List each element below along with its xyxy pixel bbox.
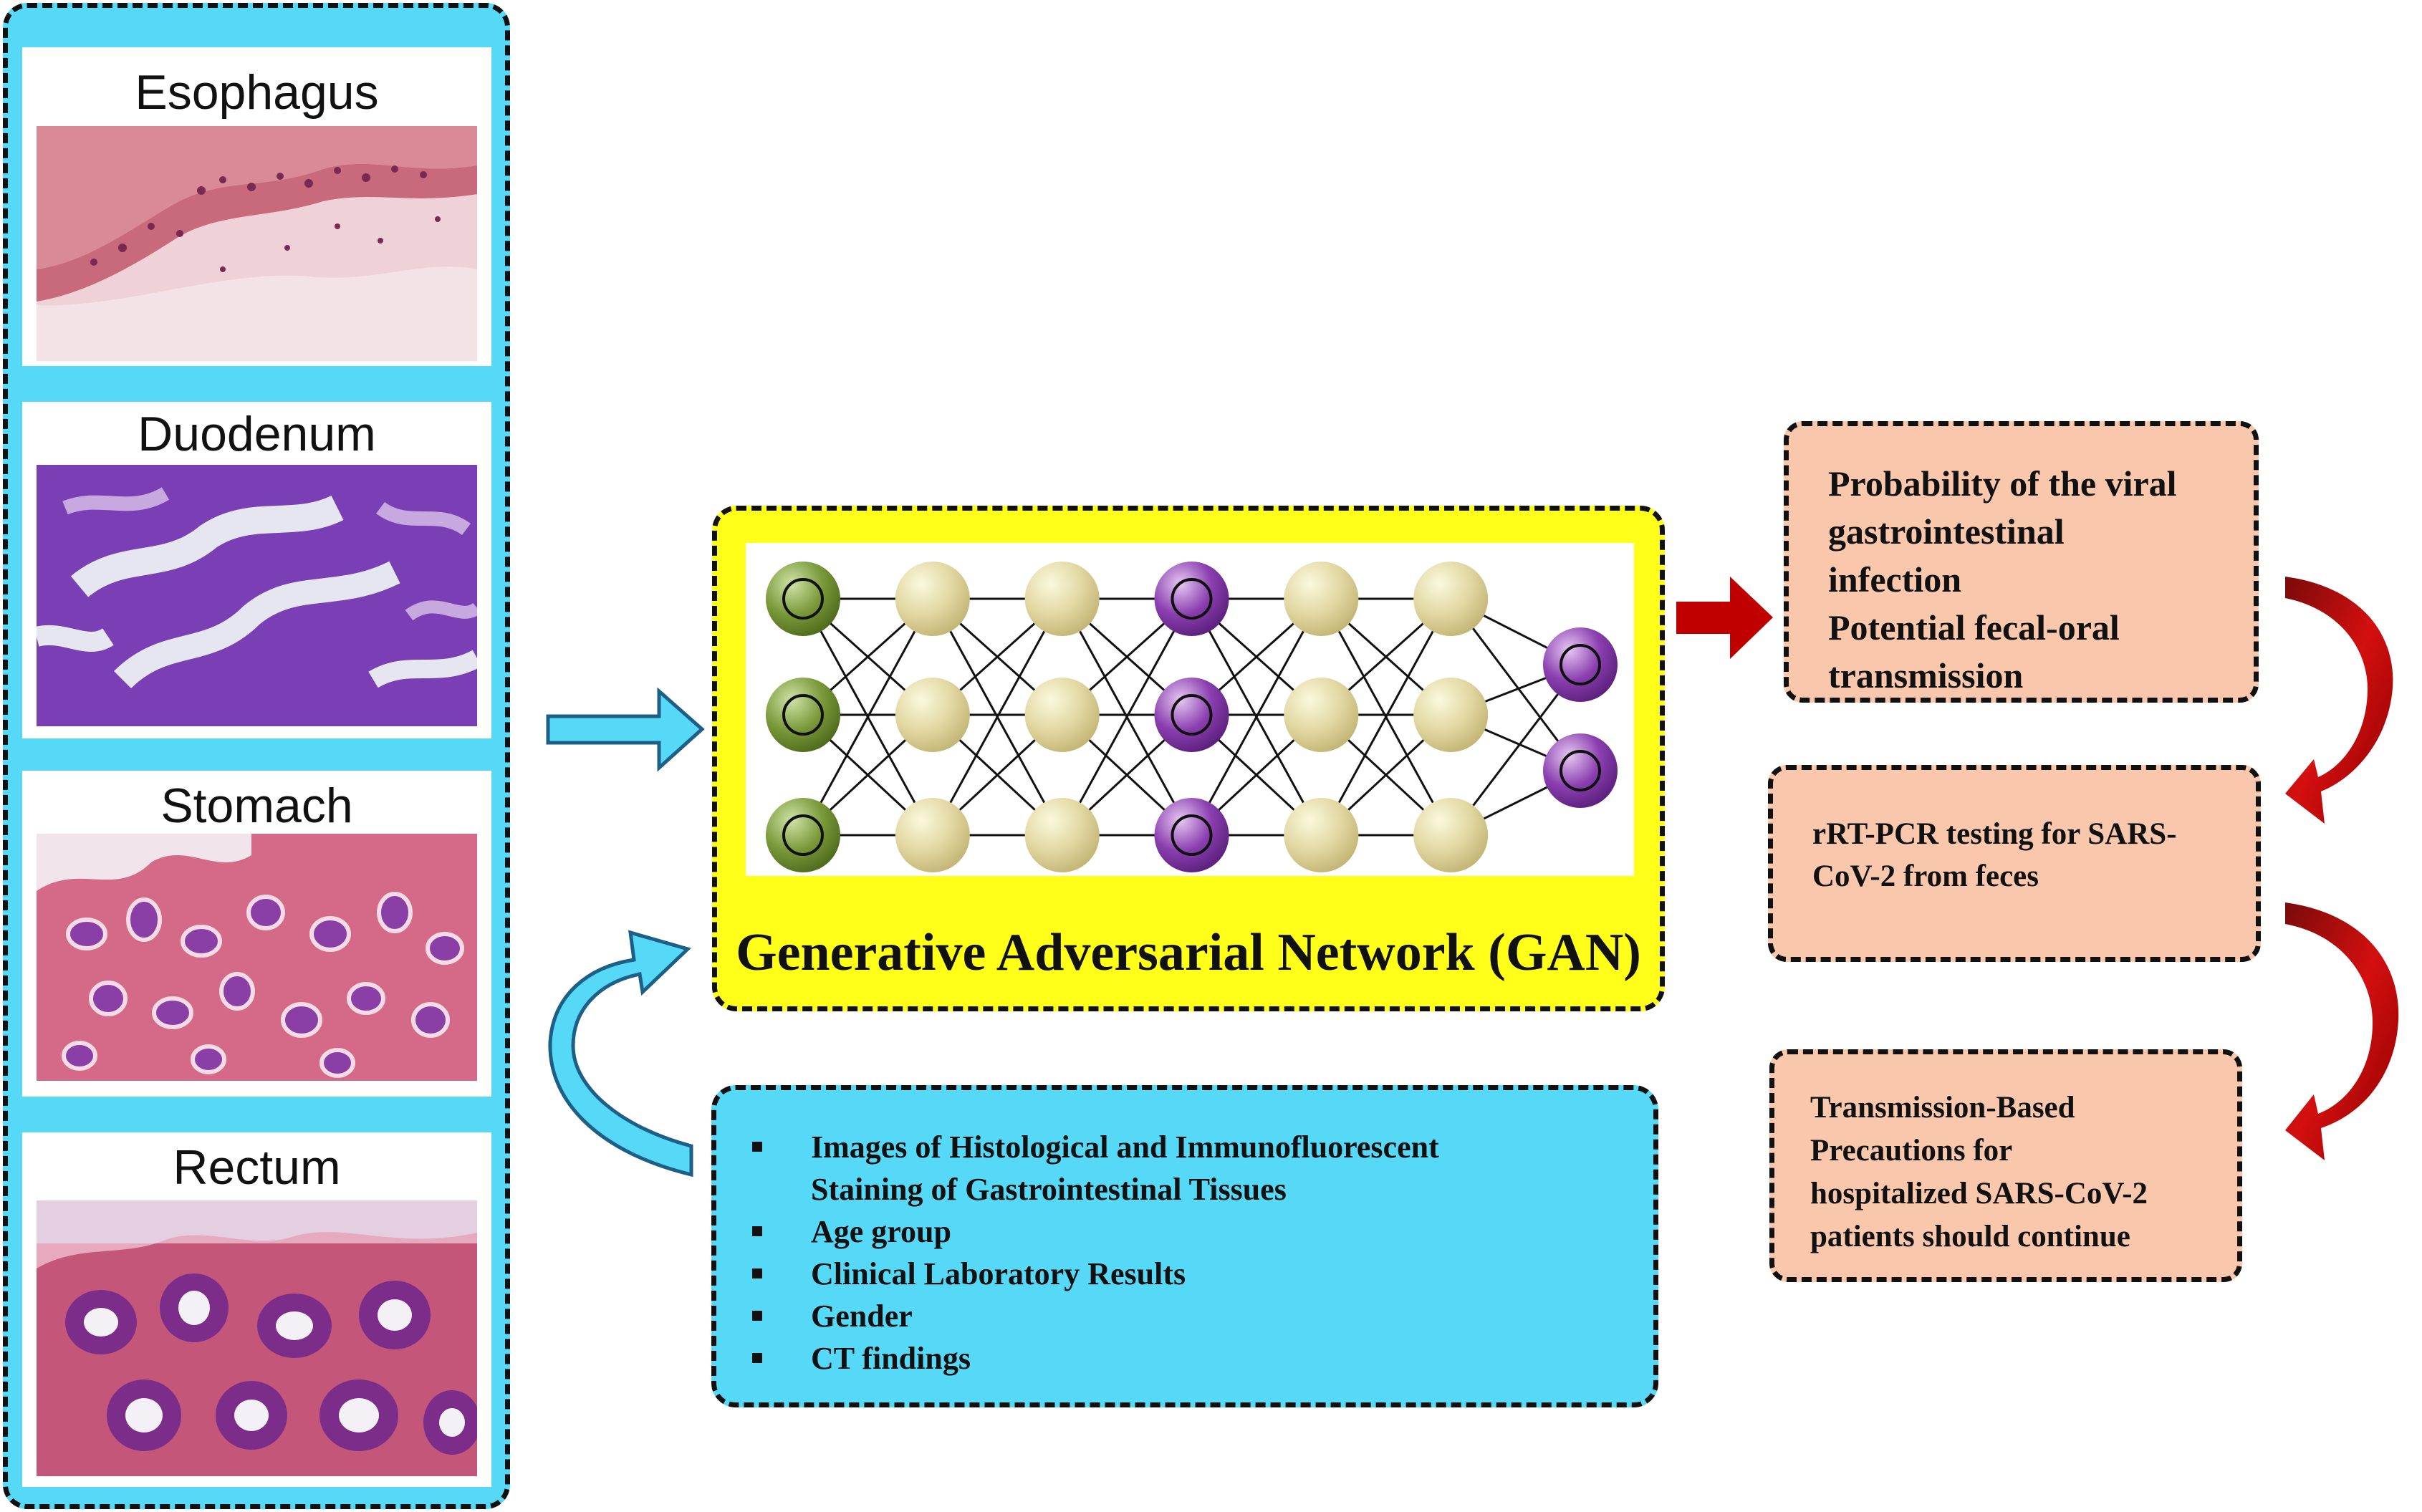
- bullet-icon: [752, 1142, 762, 1152]
- tissue-label-duodenum: Duodenum: [138, 407, 376, 461]
- nn-edge: [931, 598, 1063, 836]
- nn-edge: [1191, 598, 1322, 836]
- nn-node-beige: [1413, 562, 1489, 636]
- output1-to-output2-curved-arrow: [2285, 577, 2393, 824]
- nn-node-green: [766, 798, 840, 872]
- tissue-label-rectum: Rectum: [173, 1140, 341, 1195]
- list-item: Clinical Laboratory Results: [752, 1253, 1439, 1295]
- nn-edge: [1061, 598, 1193, 836]
- nn-edge: [802, 598, 934, 836]
- nn-node-purple: [1154, 678, 1229, 752]
- nn-node-purple: [1543, 733, 1618, 808]
- nn-node-beige: [1284, 562, 1359, 636]
- tissue-panel: Esophagus Duodenum: [3, 3, 510, 1509]
- bullet-icon: [752, 1353, 762, 1363]
- nn-node-beige: [1413, 798, 1489, 872]
- nn-node-purple: [1543, 627, 1618, 702]
- output2-to-output3-curved-arrow: [2285, 902, 2399, 1160]
- output-text-rrt-pcr-testing: rRT-PCR testing for SARS- CoV-2 from fec…: [1812, 817, 2177, 893]
- inputs-list: Images of Histological and Immunofluores…: [752, 1126, 1439, 1379]
- output-text-transmission-precautions: Transmission-Based Precautions for hospi…: [1810, 1091, 2148, 1253]
- nn-node-beige: [1284, 798, 1359, 872]
- tissue-card-stomach: Stomach: [22, 771, 491, 1097]
- rectum-histology-image: [37, 1200, 477, 1476]
- duodenum-histology-image: [37, 465, 477, 726]
- neural-network-diagram: [746, 543, 1634, 876]
- gan-box: Generative Adversarial Network (GAN): [712, 506, 1665, 1011]
- list-item: Images of Histological and Immunofluores…: [752, 1126, 1439, 1210]
- gan-to-output-arrow: [1676, 577, 1773, 659]
- bullet-icon: [752, 1311, 762, 1321]
- nn-node-beige: [1024, 678, 1100, 752]
- nn-node-beige: [1024, 798, 1100, 872]
- input-item-label: Clinical Laboratory Results: [811, 1256, 1186, 1291]
- input-item-label: Age group: [811, 1214, 951, 1249]
- nn-edge: [1320, 598, 1452, 836]
- list-item: Gender: [752, 1295, 1439, 1337]
- nn-node-beige: [1413, 678, 1489, 752]
- tissue-card-duodenum: Duodenum: [22, 402, 491, 738]
- inputs-to-gan-curved-arrow: [548, 930, 693, 1178]
- bullet-icon: [752, 1226, 762, 1236]
- output-box-infection-probability: Probability of the viral gastrointestina…: [1784, 421, 2259, 703]
- list-item: Age group: [752, 1210, 1439, 1253]
- output-box-transmission-precautions: Transmission-Based Precautions for hospi…: [1769, 1049, 2242, 1282]
- gan-title: Generative Adversarial Network (GAN): [736, 923, 1641, 982]
- output-text-infection-probability: Probability of the viral gastrointestina…: [1828, 463, 2177, 695]
- nn-node-green: [766, 678, 840, 752]
- neural-network-svg: [766, 562, 1618, 872]
- inputs-box: Images of Histological and Immunofluores…: [711, 1085, 1658, 1407]
- tissue-card-esophagus: Esophagus: [22, 47, 491, 366]
- nn-node-purple: [1154, 798, 1229, 872]
- input-item-label: CT findings: [811, 1341, 971, 1376]
- tissue-label-stomach: Stomach: [160, 779, 353, 833]
- nn-node-green: [766, 562, 840, 636]
- tissues-to-gan-arrow: [546, 687, 705, 772]
- tissue-card-rectum: Rectum: [22, 1132, 491, 1487]
- stomach-histology-image: [37, 834, 477, 1081]
- bullet-icon: [752, 1268, 762, 1279]
- nn-node-beige: [1284, 678, 1359, 752]
- output-box-rrt-pcr-testing: rRT-PCR testing for SARS- CoV-2 from fec…: [1768, 765, 2261, 962]
- input-item-label: Images of Histological and Immunofluores…: [811, 1130, 1439, 1207]
- nn-node-beige: [895, 562, 970, 636]
- esophagus-histology-image: [37, 126, 477, 361]
- nn-node-beige: [895, 678, 970, 752]
- tissue-label-esophagus: Esophagus: [135, 65, 379, 120]
- nn-node-purple: [1154, 562, 1229, 636]
- list-item: CT findings: [752, 1337, 1439, 1379]
- input-item-label: Gender: [811, 1299, 913, 1334]
- nn-node-beige: [1024, 562, 1100, 636]
- nn-node-beige: [895, 798, 970, 872]
